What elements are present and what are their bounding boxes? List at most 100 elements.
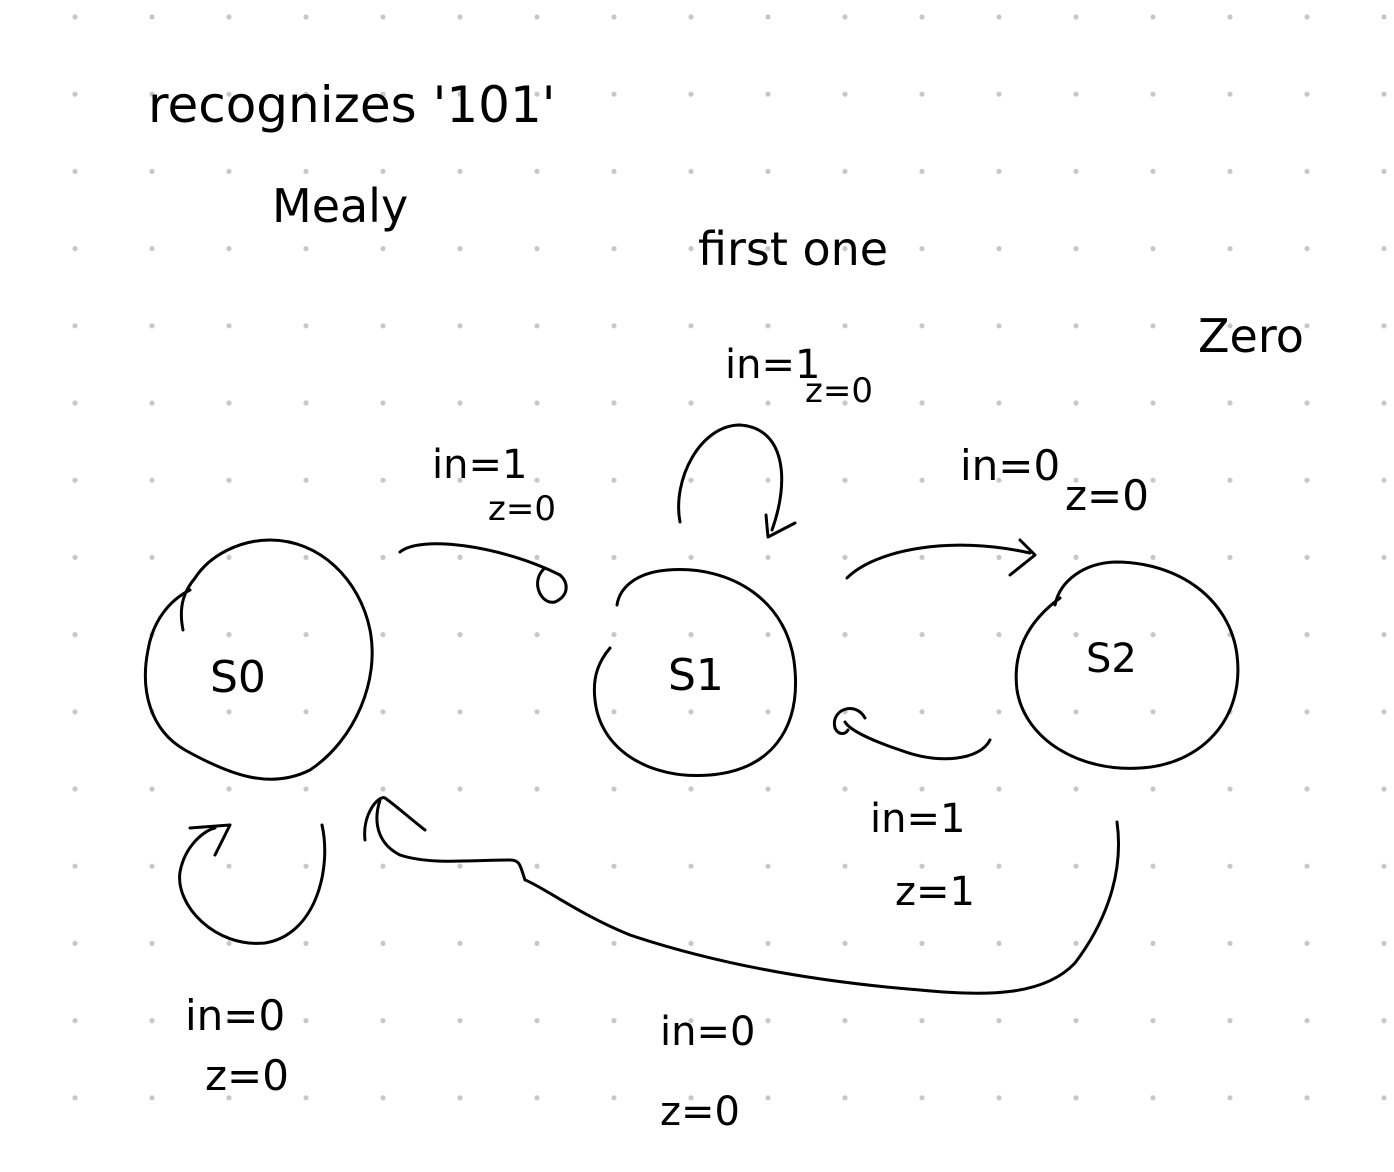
grid-dot bbox=[1073, 14, 1079, 20]
transition-s0-self-arc bbox=[178, 823, 327, 945]
grid-dot bbox=[534, 168, 540, 174]
grid-dot bbox=[919, 168, 925, 174]
grid-dot bbox=[765, 14, 771, 20]
grid-dot bbox=[72, 709, 78, 715]
grid-dot bbox=[149, 477, 155, 483]
grid-dot bbox=[611, 91, 617, 97]
grid-dot bbox=[919, 709, 925, 715]
grid-dot bbox=[1073, 400, 1079, 406]
grid-dot bbox=[1073, 940, 1079, 947]
grid-dot bbox=[611, 168, 617, 174]
grid-dot bbox=[72, 477, 78, 483]
grid-dot bbox=[611, 940, 617, 947]
grid-dot bbox=[1304, 246, 1310, 252]
grid-dot bbox=[72, 554, 78, 561]
grid-dot bbox=[1304, 1018, 1310, 1024]
grid-dot bbox=[611, 863, 617, 869]
grid-dot bbox=[688, 554, 694, 561]
grid-dot bbox=[303, 709, 309, 715]
grid-dot bbox=[919, 14, 925, 20]
grid-dot bbox=[996, 168, 1002, 174]
grid-dot bbox=[842, 168, 848, 174]
grid-dot bbox=[1227, 168, 1233, 174]
grid-dot bbox=[226, 246, 232, 252]
grid-dot bbox=[1381, 400, 1387, 406]
grid-dot bbox=[1381, 477, 1387, 483]
transition-s2-to-s0-arrowhead bbox=[363, 796, 427, 842]
grid-dot bbox=[457, 786, 463, 792]
transition-s1-self: in=1 z=0 bbox=[677, 342, 873, 539]
grid-dot bbox=[1150, 632, 1156, 638]
grid-dot bbox=[226, 863, 232, 869]
grid-dot bbox=[842, 400, 848, 406]
transition-s2-to-s0-output: z=0 bbox=[660, 1089, 740, 1135]
grid-dot bbox=[919, 786, 925, 792]
grid-dot bbox=[1227, 940, 1233, 947]
state-s2: S2 bbox=[1014, 560, 1240, 770]
grid-dot bbox=[534, 940, 540, 947]
grid-dot bbox=[1150, 91, 1156, 97]
grid-dot bbox=[1304, 786, 1310, 792]
grid-dot bbox=[226, 14, 232, 20]
transition-s2-to-s0-input: in=0 bbox=[660, 1009, 755, 1055]
transition-s0-to-s1-arrowhead bbox=[536, 566, 568, 604]
grid-dot bbox=[380, 709, 386, 715]
grid-dot bbox=[303, 91, 309, 97]
grid-dot bbox=[996, 1095, 1002, 1101]
transition-s2-to-s1-arrowhead bbox=[832, 707, 867, 735]
grid-dot bbox=[996, 786, 1002, 792]
grid-dot bbox=[688, 168, 694, 174]
grid-dot bbox=[1381, 168, 1387, 174]
grid-dot bbox=[688, 786, 694, 792]
grid-dot bbox=[534, 246, 540, 252]
grid-dot bbox=[1381, 323, 1387, 329]
grid-dot bbox=[149, 940, 155, 947]
grid-dot bbox=[226, 323, 232, 329]
grid-dot bbox=[534, 632, 540, 638]
grid-dot bbox=[842, 1095, 848, 1101]
grid-dot bbox=[303, 168, 309, 174]
grid-dot bbox=[1073, 1095, 1079, 1101]
grid-dot bbox=[1304, 632, 1310, 638]
grid-dot bbox=[226, 554, 232, 561]
grid-dot bbox=[611, 14, 617, 20]
grid-dot bbox=[303, 323, 309, 329]
grid-dot bbox=[688, 323, 694, 329]
grid-dot bbox=[996, 554, 1002, 561]
grid-dot bbox=[1150, 14, 1156, 20]
grid-dot bbox=[1227, 91, 1233, 97]
grid-dot bbox=[1150, 863, 1156, 869]
grid-dot bbox=[380, 246, 386, 252]
grid-dot bbox=[765, 246, 771, 252]
grid-dot bbox=[765, 554, 771, 561]
grid-dot bbox=[226, 400, 232, 406]
grid-dot bbox=[1073, 786, 1079, 792]
grid-dot bbox=[996, 632, 1002, 638]
grid-dot bbox=[457, 477, 463, 483]
transition-s2-to-s1-arc bbox=[843, 720, 992, 761]
grid-dot bbox=[72, 863, 78, 869]
grid-dot bbox=[1304, 1095, 1310, 1101]
grid-dot bbox=[996, 477, 1002, 483]
grid-dot bbox=[611, 323, 617, 329]
grid-dot bbox=[226, 709, 232, 715]
grid-dot bbox=[1150, 246, 1156, 252]
grid-dot bbox=[303, 246, 309, 252]
grid-dot bbox=[1227, 246, 1233, 252]
grid-dot bbox=[72, 323, 78, 329]
grid-dot bbox=[1073, 632, 1079, 638]
grid-dot bbox=[1073, 1018, 1079, 1024]
grid-dot bbox=[380, 632, 386, 638]
grid-dot bbox=[1227, 863, 1233, 869]
grid-dot bbox=[380, 786, 386, 792]
state-s1-circle bbox=[592, 568, 798, 778]
grid-dot bbox=[1381, 554, 1387, 561]
grid-dot bbox=[842, 1018, 848, 1024]
grid-dot bbox=[1304, 323, 1310, 329]
grid-dot bbox=[534, 1095, 540, 1101]
grid-dot bbox=[842, 91, 848, 97]
state-s1-label: S1 bbox=[668, 650, 724, 701]
grid-dot bbox=[688, 477, 694, 483]
grid-dot bbox=[688, 1018, 694, 1024]
